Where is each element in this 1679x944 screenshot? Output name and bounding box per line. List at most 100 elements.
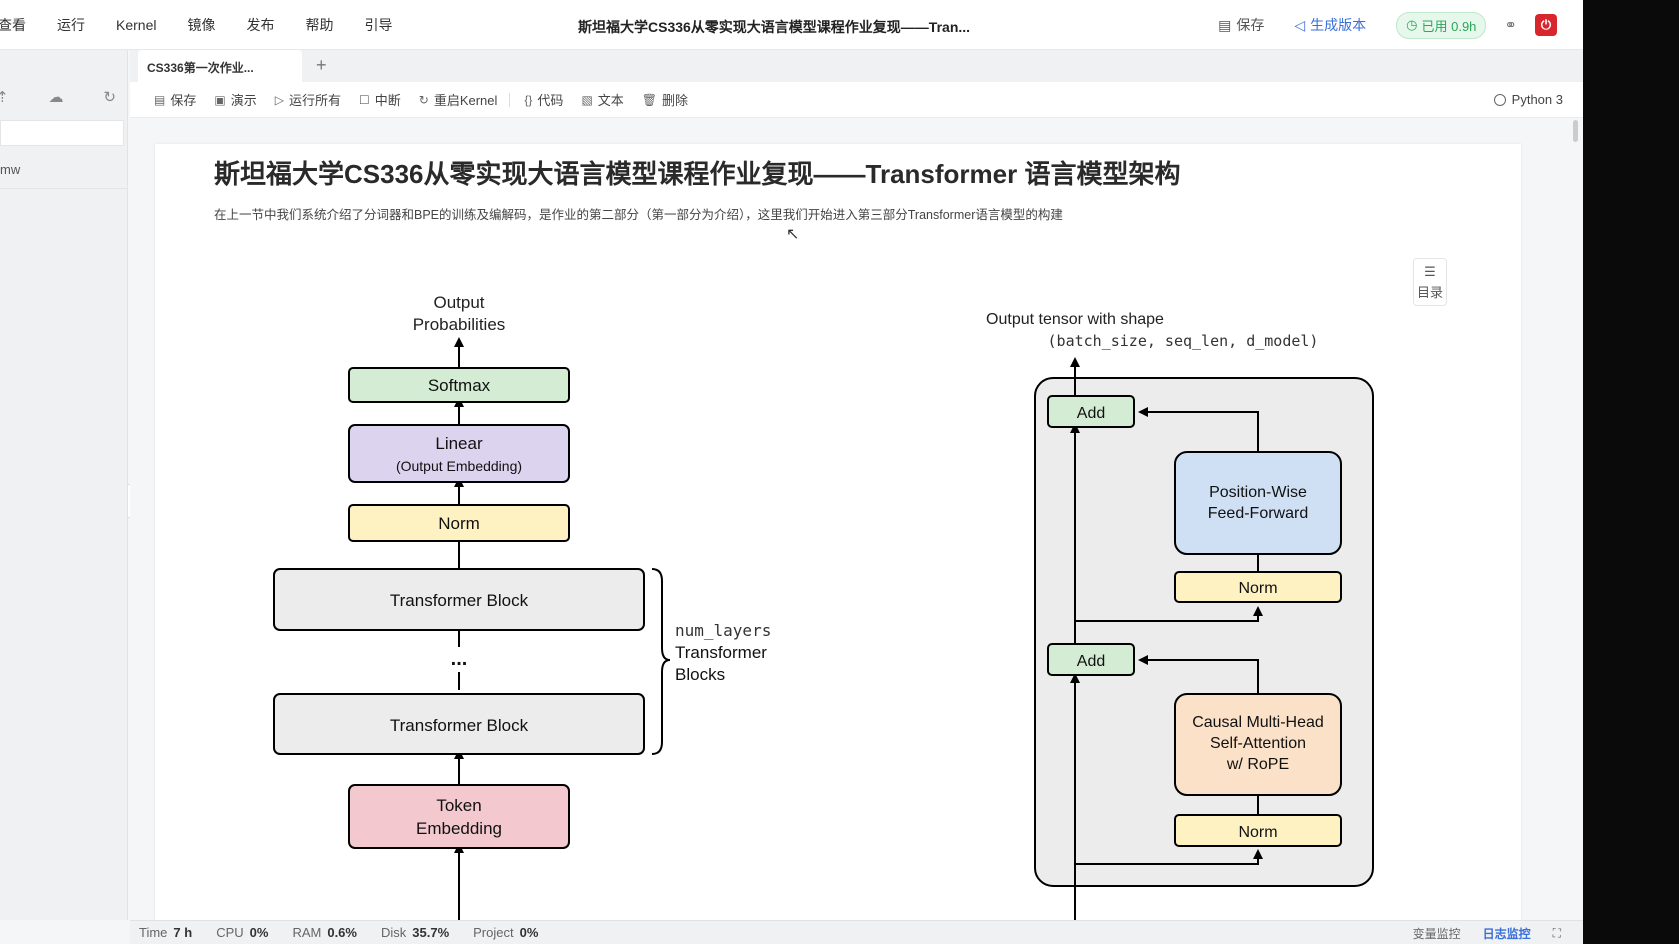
kernel-name: Python 3 xyxy=(1511,92,1563,107)
list-icon: ☰ xyxy=(1424,263,1436,279)
menu-help[interactable]: 帮助 xyxy=(305,17,334,33)
brace-label-line1: Transformer xyxy=(675,643,767,662)
ffn-label-line2: Feed-Forward xyxy=(1208,505,1308,522)
arrow-ffn-add xyxy=(1138,407,1259,452)
trash-icon: 🗑 xyxy=(641,92,658,107)
kernel-status[interactable]: Python 3 xyxy=(1493,92,1563,107)
restart-kernel-label: 重启Kernel xyxy=(433,93,498,108)
cell-title: 斯坦福大学CS336从零实现大语言模型课程作业复现——Transformer 语… xyxy=(214,159,1181,189)
save-icon: ▤ xyxy=(154,92,166,107)
attention-label-line3: w/ RoPE xyxy=(1226,756,1289,773)
transformer-block-bottom xyxy=(273,693,645,755)
transformer-block-top-label: Transformer Block xyxy=(390,591,529,610)
status-cpu-label: CPU xyxy=(216,925,244,940)
menu-image[interactable]: 镜像 xyxy=(187,17,216,33)
output-label-line2: Probabilities xyxy=(413,315,506,334)
stop-icon: ☐ xyxy=(358,92,370,107)
arrow-attention-add xyxy=(1138,655,1259,694)
output-label-line1: Output xyxy=(433,293,484,312)
linear-sub-label: (Output Embedding) xyxy=(396,458,522,474)
add-text-button[interactable]: ▧ 文本 xyxy=(581,90,623,109)
norm-box xyxy=(348,504,570,542)
num-layers-label: num_layers xyxy=(675,621,771,640)
usage-label: 已用 0.9h xyxy=(1421,18,1477,34)
ffn-box xyxy=(1174,451,1342,555)
status-time-label: Time xyxy=(139,925,168,940)
clock-icon: ◷ xyxy=(1406,17,1418,32)
log-monitor-tab[interactable]: 日志监控 xyxy=(1482,927,1531,941)
run-all-button[interactable]: ▷运行所有 xyxy=(275,90,341,109)
sidebar-search-input[interactable] xyxy=(0,120,124,146)
text-icon: ▧ xyxy=(581,92,593,107)
code-icon: {} xyxy=(524,92,533,107)
markdown-cell[interactable]: 斯坦福大学CS336从零实现大语言模型课程作业复现——Transformer 语… xyxy=(155,144,1521,934)
status-disk-value: 35.7% xyxy=(412,925,450,940)
refresh-icon[interactable]: ↻ xyxy=(103,89,116,106)
brace-label-line2: Blocks xyxy=(675,665,725,684)
upload-icon[interactable]: ⇡ xyxy=(0,89,9,106)
code-label: 代码 xyxy=(537,93,564,108)
kernel-idle-icon xyxy=(1493,93,1506,106)
menu-publish[interactable]: 发布 xyxy=(246,17,275,33)
add-code-button[interactable]: {} 代码 xyxy=(524,90,563,109)
token-embedding-box xyxy=(348,784,570,849)
fullscreen-icon[interactable]: ⛶ xyxy=(1552,926,1561,940)
power-button[interactable]: ⏻ xyxy=(1535,14,1557,36)
status-right: 变量监控 日志监控 ⛶ xyxy=(1413,925,1561,942)
play-icon: ▷ xyxy=(274,92,284,107)
save-button[interactable]: ▤保存 xyxy=(154,90,196,109)
mouse-cursor-icon: ↖ xyxy=(786,226,800,243)
restart-kernel-button[interactable]: ↻重启Kernel xyxy=(419,90,498,109)
arrow-residual-norm-bottom xyxy=(1075,849,1263,865)
menu-guide[interactable]: 引导 xyxy=(364,17,393,33)
sidebar-file-item[interactable]: mw xyxy=(0,162,21,177)
variable-monitor-tab[interactable]: 变量监控 xyxy=(1412,927,1461,941)
send-icon: ◁ xyxy=(1294,16,1306,33)
present-button[interactable]: ▣演示 xyxy=(214,90,256,109)
generate-version-button[interactable]: ◁ 生成版本 xyxy=(1294,15,1366,35)
notebook-area: 斯坦福大学CS336从零实现大语言模型课程作业复现——Transformer 语… xyxy=(130,118,1583,934)
link-icon[interactable]: ⚭ xyxy=(1504,17,1517,34)
toc-button[interactable]: ☰ 目录 xyxy=(1413,258,1447,306)
transformer-block-diagram: Output tensor with shape (batch_size, se… xyxy=(986,311,1374,924)
interrupt-button[interactable]: ☐中断 xyxy=(359,90,401,109)
status-time-value: 7 h xyxy=(173,925,193,940)
usage-badge: ◷ 已用 0.9h xyxy=(1396,11,1487,39)
toolbar-divider xyxy=(509,92,511,107)
menu-kernel[interactable]: Kernel xyxy=(116,17,157,33)
screen-edge xyxy=(1583,0,1679,944)
linear-box xyxy=(348,424,570,483)
add-bottom-label: Add xyxy=(1077,653,1105,670)
status-project-label: Project xyxy=(473,925,514,940)
token-label-line2: Embedding xyxy=(416,819,502,838)
output-tensor-line2: (batch_size, seq_len, d_model) xyxy=(1048,332,1319,350)
add-tab-icon[interactable]: + xyxy=(316,55,327,75)
norm-bottom-label: Norm xyxy=(1238,824,1277,841)
file-icon: ▤ xyxy=(1218,16,1232,33)
document-title: 斯坦福大学CS336从零实现大语言模型课程作业复现——Tran... xyxy=(578,19,971,35)
app-window: 查看 运行 Kernel 镜像 发布 帮助 引导 斯坦福大学CS336从零实现大… xyxy=(0,0,1583,944)
layers-brace xyxy=(651,568,671,755)
status-cpu-value: 0% xyxy=(249,925,269,940)
norm-top-label: Norm xyxy=(1238,580,1277,597)
present-icon: ▣ xyxy=(214,92,226,107)
attention-label-line2: Self-Attention xyxy=(1210,735,1306,752)
add-bottom-box xyxy=(1047,643,1135,676)
scrollbar-thumb[interactable] xyxy=(1573,120,1578,142)
menu-view[interactable]: 查看 xyxy=(0,17,26,33)
cloud-upload-icon[interactable]: ☁ xyxy=(48,89,64,106)
add-top-label: Add xyxy=(1077,405,1105,422)
attention-label-line1: Causal Multi-Head xyxy=(1192,714,1324,731)
transformer-block-top xyxy=(273,568,645,631)
menu-run[interactable]: 运行 xyxy=(57,17,85,33)
save-doc-button[interactable]: ▤ 保存 xyxy=(1218,15,1264,35)
top-actions: ▤ 保存 ◁ 生成版本 ◷ 已用 0.9h ⚭ ⏻ xyxy=(1218,0,1557,50)
delete-button[interactable]: 🗑删除 xyxy=(642,90,688,109)
softmax-label: Softmax xyxy=(428,376,491,395)
text-label: 文本 xyxy=(597,93,624,108)
tab-notebook[interactable]: CS336第一次作业... xyxy=(138,50,302,82)
main-menu: 查看 运行 Kernel 镜像 发布 帮助 引导 xyxy=(0,0,423,50)
status-ram-value: 0.6% xyxy=(327,925,357,940)
